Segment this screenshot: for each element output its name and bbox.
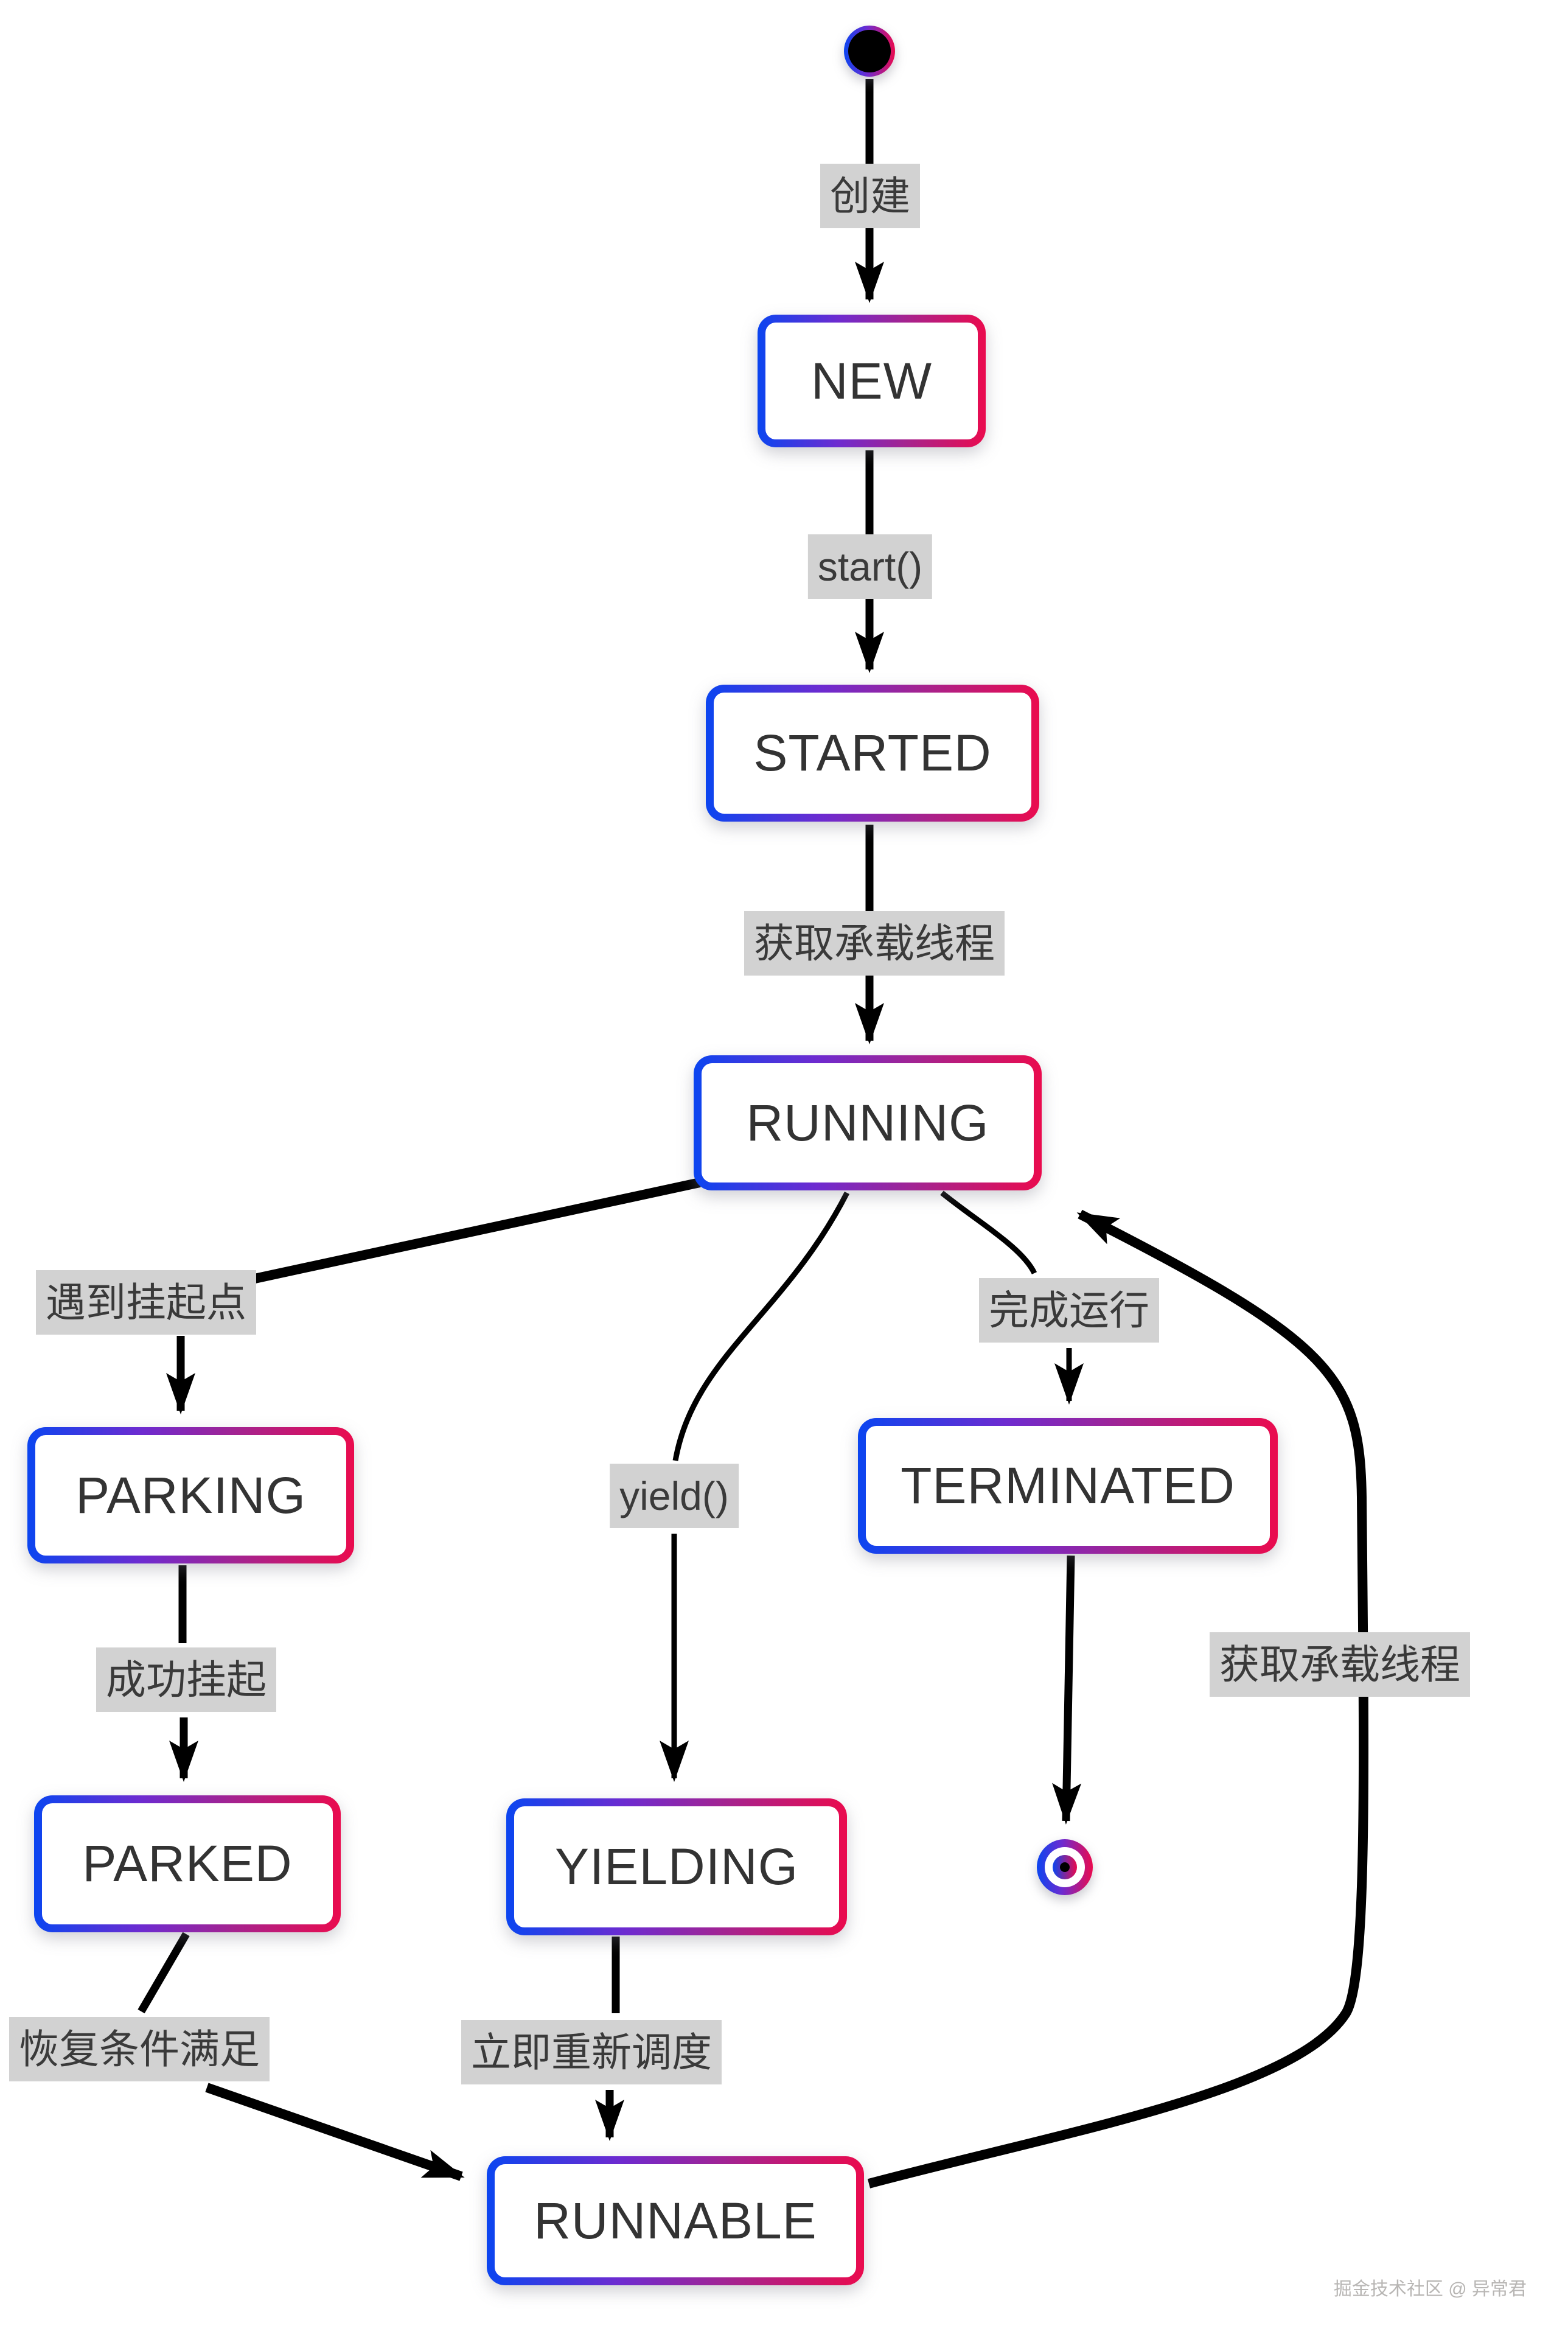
transition-label-parked-successfully: 成功挂起	[96, 1647, 276, 1712]
edge-parked-to-runnable-lower	[205, 2083, 465, 2181]
transition-label-resume-condition-met: 恢复条件满足	[9, 2017, 270, 2081]
state-node-new: NEW	[758, 315, 986, 447]
state-node-running: RUNNING	[694, 1055, 1042, 1190]
edge-running-to-parking-upper	[242, 1178, 701, 1286]
final-state-icon	[1037, 1839, 1093, 1895]
state-label-running: RUNNING	[746, 1094, 989, 1151]
transition-label-create: 创建	[820, 164, 920, 228]
state-label-started: STARTED	[753, 724, 992, 781]
state-label-terminated: TERMINATED	[901, 1457, 1235, 1514]
state-label-runnable: RUNNABLE	[534, 2192, 817, 2249]
initial-state-icon	[844, 26, 895, 77]
final-state-dot	[1060, 1862, 1070, 1872]
state-node-started: STARTED	[706, 685, 1039, 822]
edge-terminated-to-final	[1052, 1555, 1082, 1825]
edge-runnable-to-running-return	[867, 1209, 1369, 2189]
transition-label-acquire-carrier-thread-top: 获取承载线程	[744, 911, 1005, 976]
initial-state-dot	[848, 30, 891, 72]
transition-label-finish-running: 完成运行	[979, 1278, 1159, 1343]
final-state-inner-disk	[1053, 1855, 1077, 1879]
state-node-yielding: YIELDING	[506, 1798, 847, 1935]
transition-label-start: start()	[807, 534, 933, 599]
transition-label-reschedule-immediately: 立即重新调度	[461, 2020, 722, 2084]
state-node-parked: PARKED	[34, 1795, 341, 1932]
state-label-parking: PARKING	[75, 1466, 306, 1524]
edge-running-to-terminated-upper	[940, 1190, 1037, 1275]
state-node-runnable: RUNNABLE	[487, 2156, 864, 2285]
state-label-new: NEW	[811, 352, 932, 410]
state-node-parking: PARKING	[27, 1427, 354, 1563]
transition-label-yield: yield()	[610, 1464, 739, 1528]
edge-parked-to-runnable-upper	[138, 1932, 190, 2014]
state-label-parked: PARKED	[82, 1835, 293, 1892]
watermark-text: 掘金技术社区 @ 异常君	[1333, 2279, 1527, 2299]
state-label-yielding: YIELDING	[554, 1838, 799, 1895]
transition-label-hit-suspension-point: 遇到挂起点	[36, 1270, 256, 1335]
final-state-ring	[1045, 1847, 1085, 1887]
transition-label-acquire-carrier-thread-right: 获取承载线程	[1210, 1632, 1470, 1697]
edge-running-to-yielding-upper	[672, 1191, 850, 1461]
state-node-terminated: TERMINATED	[858, 1418, 1278, 1554]
